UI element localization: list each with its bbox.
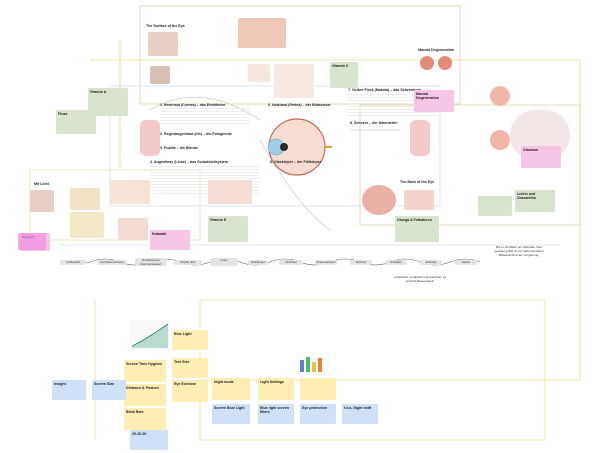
mid-left-title: Mit Licht [34, 182, 49, 186]
blue-note-20-20-20: 20-20-20 [130, 430, 168, 450]
eye-diagram-d [490, 130, 510, 150]
lens-focus-diagram [110, 180, 150, 204]
flow-step-10: Sehbahn [385, 260, 407, 265]
myopia-eye-diagram [30, 190, 54, 212]
pink-note-glaucoma: Glaukom [521, 146, 561, 168]
section-vitreous-title: 5. Glaskörper – der Füllkörper [270, 160, 322, 164]
light-spectrum-chart [296, 352, 330, 374]
yellow-note-night-mode: Night mode [212, 378, 250, 400]
flow-note-below: verarbeitet, vergleicht und speichert; e… [393, 275, 447, 283]
magenta-highlight [18, 233, 46, 250]
flow-step-11: Sehrinde [420, 260, 442, 265]
reading-figure [70, 188, 100, 210]
section-retina-title: 6. Netzhaut (Retina) – der Bildsensor [268, 103, 331, 107]
yellow-note-distance: Distance & Posture [124, 384, 166, 406]
yellow-note-blink-rate: Blink Rate [124, 408, 166, 430]
right-section-title: Macula Degeneration [418, 48, 455, 52]
yellow-note-text-size: Text Size [172, 358, 208, 378]
green-note-small [478, 196, 512, 216]
eye-section-diagram [274, 64, 314, 98]
pink-note-cataract: Katarakt [150, 230, 190, 250]
yellow-note-eye-exercise: Eye Exercise [172, 380, 208, 402]
eye-diagram-a [420, 56, 434, 70]
eye-anatomy-drawing [238, 18, 286, 48]
screen-time-chart [130, 320, 170, 350]
green-note-omega3: Omega-3-Fettsäuren [395, 216, 439, 242]
blue-note-filters: Blue light screen filters [258, 404, 294, 424]
pink-note-macula: Macula Degeneration [414, 90, 454, 112]
flow-step-9: Sehnerv [350, 260, 372, 265]
blue-note-flux: f.lux, Night shift [342, 404, 378, 424]
eye-surface-photo [148, 32, 178, 56]
section-iris-title: 2. Regenbogenhaut (Iris) – die Fotoglend… [160, 132, 232, 136]
body-figure-left [140, 120, 160, 156]
eye-diagram-c [490, 86, 510, 106]
central-eye-illustration [267, 118, 332, 176]
blue-note-screen-size: Screen Size [92, 380, 126, 400]
cataract-eye-pair [208, 180, 252, 204]
section-optic-nerve-title: 8. Sehnerv – der Datenleiter [350, 121, 398, 125]
green-note-vitamin-e: Vitamin E [208, 216, 248, 242]
top-section-title: The Surface of the Eye [146, 24, 185, 28]
green-note-vitamin-c: Vitamin C [330, 62, 358, 88]
eye-lens-cross-section [118, 218, 148, 240]
blue-note-insight: Insight [52, 380, 86, 400]
book-illustration [70, 212, 104, 238]
body-figure-right [410, 120, 430, 156]
flow-step-6: Glaskörper [248, 260, 268, 265]
eye-closeup-photo [150, 66, 170, 84]
retina-layers-diagram [404, 190, 434, 210]
blue-note-screen-blue-light: Screen Blue Light [212, 404, 250, 424]
flow-step-8: Fotorezeptoren [315, 260, 337, 265]
yellow-note-empty [300, 378, 336, 400]
section-lens-title: 4. Augenlinse (Linse) – das Scharfstells… [150, 160, 228, 164]
flow-step-4: Pupille (Iris) [174, 260, 202, 265]
section-macula-title: 7. Gelber Fleck (Makula) – das Sehzentru… [348, 88, 421, 92]
flow-step-3: Vorderkammer (Kammerwasser) [135, 258, 167, 266]
section-cornea-title: 1. Hornhaut (Cornea) – das Eintrittstor [160, 103, 226, 107]
blue-note-eye-protection: Eye protection [300, 404, 336, 424]
yellow-note-light-settings: Light Settings [258, 378, 294, 400]
eye-back-diagram [362, 185, 396, 215]
green-note-left: Fluss [56, 110, 96, 134]
flow-step-2: Hornhaut (Cornea) [97, 260, 127, 265]
section-cornea-text [160, 108, 250, 126]
section-pupil-title: 3. Pupille – die Blende [160, 146, 198, 150]
yellow-note-screen-time: Screen Time Hygiene [124, 360, 166, 382]
lens-diagram [248, 64, 270, 82]
flow-step-12: Gehirn [455, 260, 477, 265]
flow-step-1: Lichteinfall [60, 260, 86, 265]
yellow-note-blue-light-tip: Blue Light [172, 330, 208, 350]
flow-step-5: Linse [210, 258, 238, 266]
eye-diagram-b [438, 56, 452, 70]
flow-step-7: Netzhaut [279, 260, 303, 265]
green-note-lutein: Lutein und Zeaxanthin [515, 190, 555, 212]
flow-note-right: Bis zu 24 Bilder pro Sekunde. Das gesehe… [494, 245, 544, 257]
back-of-eye-title: The Back of the Eye [400, 180, 435, 184]
